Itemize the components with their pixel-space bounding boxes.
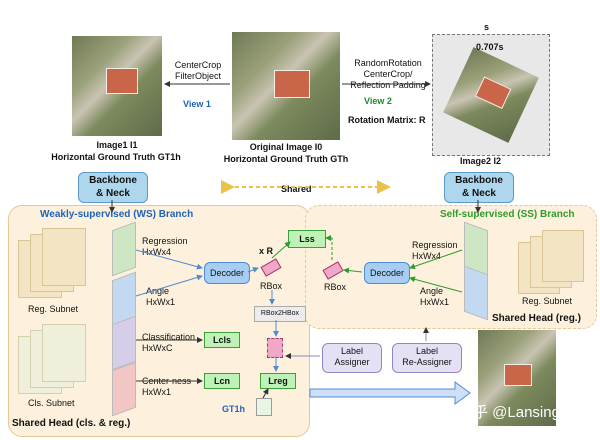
image1-thumbnail [72, 36, 162, 136]
ss-loss: Lss [288, 230, 326, 248]
rbox2hbox-box: RBox2HBox [254, 306, 306, 322]
backbone-neck-left: Backbone & Neck [78, 172, 148, 203]
original-caption: Original Image I0 [249, 142, 323, 152]
cls-subnet-label: Cls. Subnet [28, 398, 75, 408]
ss-rbox-label: RBox [324, 282, 347, 292]
reg-subnet-stack-3 [42, 228, 86, 286]
ws-angle-label: Angle HxWx1 [146, 286, 175, 307]
cls-subnet-stack-3 [42, 324, 86, 382]
ws-classification-label: Classification HxWxC [142, 332, 196, 353]
big-output-arrow [309, 381, 471, 405]
ws-loss-cn: Lcn [204, 373, 240, 389]
view1-ops: CenterCrop FilterObject [174, 60, 222, 81]
label-assigner: Label Assigner [322, 343, 382, 373]
backbone-neck-right: Backbone & Neck [444, 172, 514, 203]
label-reassigner: Label Re-Assigner [392, 343, 462, 373]
ws-loss-reg: Lreg [260, 373, 296, 389]
ratio-label: 0.707s [476, 42, 504, 52]
ws-loss-cls: Lcls [204, 332, 240, 348]
original-gt-caption: Horizontal Ground Truth GTh [223, 154, 349, 164]
tennis-court-icon [274, 70, 310, 98]
view2-label: View 2 [364, 96, 392, 106]
tennis-court-icon [106, 68, 138, 94]
image2-rotated [443, 47, 539, 143]
xr-label: x R [259, 246, 274, 256]
image1-gt-caption: Horizontal Ground Truth GT1h [51, 152, 181, 162]
ss-angle-label: Angle HxWx1 [420, 286, 449, 307]
ws-decoder: Decoder [204, 262, 250, 284]
view2-ops: RandomRotation CenterCrop/ Reflection Pa… [350, 58, 426, 90]
reg-subnet-label: Reg. Subnet [28, 304, 79, 314]
image2-caption: Image2 I2 [460, 156, 502, 166]
ws-centerness-map [112, 361, 136, 417]
ws-regression-map [112, 221, 136, 277]
s-label: s [484, 22, 490, 32]
ss-shared-head-label: Shared Head (reg.) [492, 313, 581, 324]
rotation-matrix-label: Rotation Matrix: R [348, 115, 426, 125]
image1-caption: Image1 I1 [96, 140, 138, 150]
ss-reg-subnet-stack-3 [542, 230, 584, 282]
ws-branch-title: Weakly-supervised (WS) Branch [40, 209, 194, 220]
ws-regression-label: Regression HxWx4 [142, 236, 188, 257]
ss-reg-subnet-label: Reg. Subnet [522, 296, 573, 306]
watermark: 知乎 @Lansing [458, 404, 560, 421]
ss-decoder: Decoder [364, 262, 410, 284]
view1-label: View 1 [183, 99, 211, 109]
hbox-icon [267, 338, 283, 358]
tennis-court-icon [504, 364, 532, 386]
ss-regression-label: Regression HxWx4 [412, 240, 458, 261]
gt1h-label: GT1h [222, 404, 246, 414]
ss-angle-map [464, 265, 488, 321]
gt1h-box [256, 398, 272, 416]
ss-branch-title: Self-supervised (SS) Branch [440, 209, 575, 220]
output-image-thumbnail [478, 330, 556, 426]
image2-frame [432, 34, 550, 156]
ws-shared-head-label: Shared Head (cls. & reg.) [12, 418, 131, 429]
ws-rbox-label: RBox [260, 281, 283, 291]
shared-label: Shared [281, 184, 312, 194]
ws-centerness-label: Center-ness HxWx1 [142, 376, 192, 397]
tennis-court-icon [474, 76, 512, 110]
original-image-thumbnail [232, 32, 340, 140]
